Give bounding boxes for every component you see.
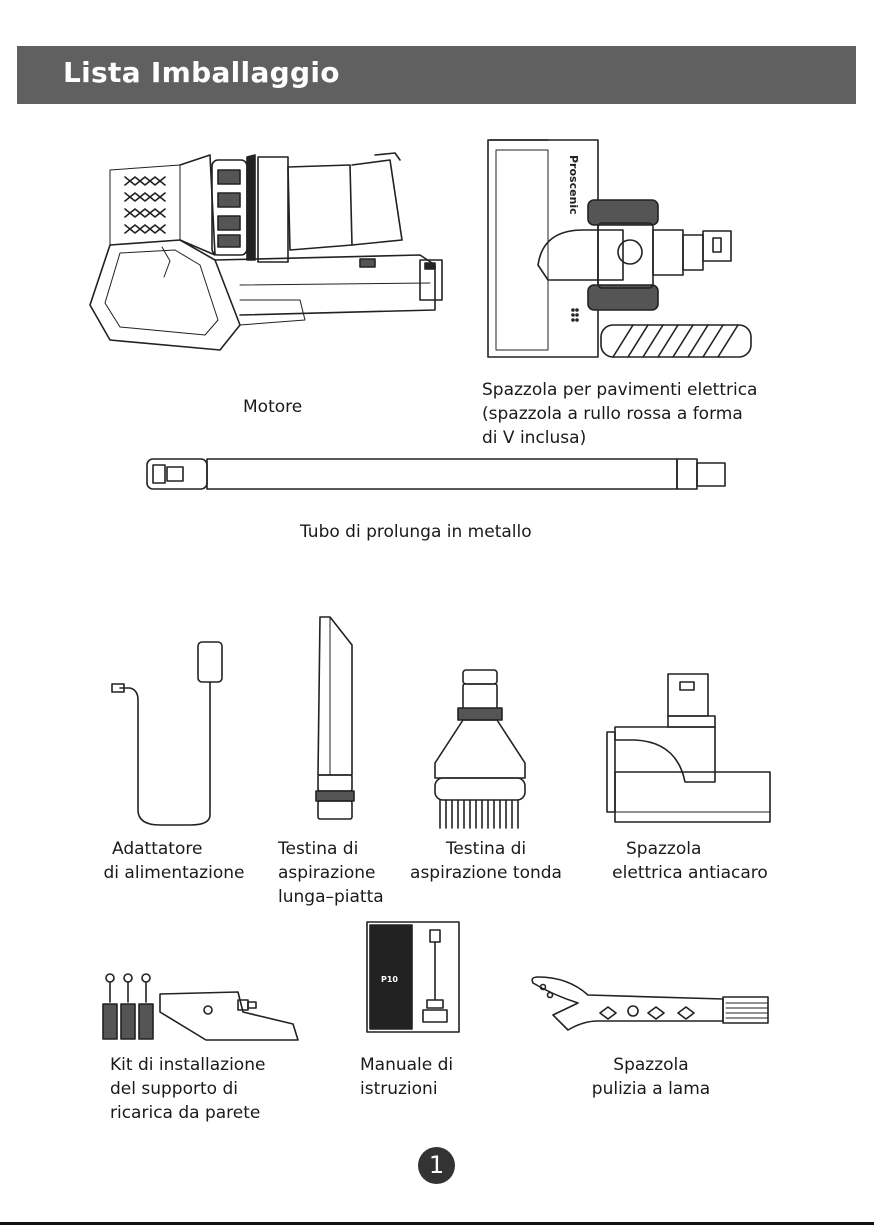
caption-adapter: Adattatore di alimentazione	[103, 839, 245, 883]
floor-brush-illustration: Proscenic	[487, 139, 752, 358]
caption-mite: Spazzola elettrica antiacaro	[612, 839, 768, 883]
page-title: Lista Imballaggio	[63, 56, 340, 89]
manual-cover-text: P10	[381, 975, 398, 984]
blade-brush-illustration	[531, 976, 769, 1031]
caption-wallkit: Kit di installazione del supporto di ric…	[110, 1055, 266, 1123]
extension-tube-illustration	[146, 458, 726, 490]
caption-floor-brush: Spazzola per pavimenti elettrica (spazzo…	[482, 380, 758, 448]
page-number: 1	[418, 1147, 455, 1184]
caption-blade: Spazzola pulizia a lama	[591, 1055, 711, 1099]
motor-illustration	[89, 152, 443, 351]
caption-round: Testina di aspirazione tonda	[410, 839, 562, 883]
section-header: Lista Imballaggio	[17, 46, 856, 104]
caption-manual: Manuale di istruzioni	[360, 1055, 454, 1099]
caption-crevice: Testina di aspirazione lunga–piatta	[278, 839, 384, 907]
mite-brush-illustration	[606, 673, 771, 823]
power-adapter-illustration	[111, 641, 223, 826]
crevice-tool-illustration	[315, 616, 355, 820]
caption-tube: Tubo di prolunga in metallo	[300, 522, 532, 542]
wall-mount-kit-illustration	[102, 973, 299, 1041]
manual-illustration: P10	[366, 921, 460, 1033]
caption-motor: Motore	[243, 397, 303, 417]
round-brush-illustration	[434, 669, 526, 829]
bottom-rule	[0, 1222, 874, 1225]
brand-text: Proscenic	[567, 155, 580, 215]
